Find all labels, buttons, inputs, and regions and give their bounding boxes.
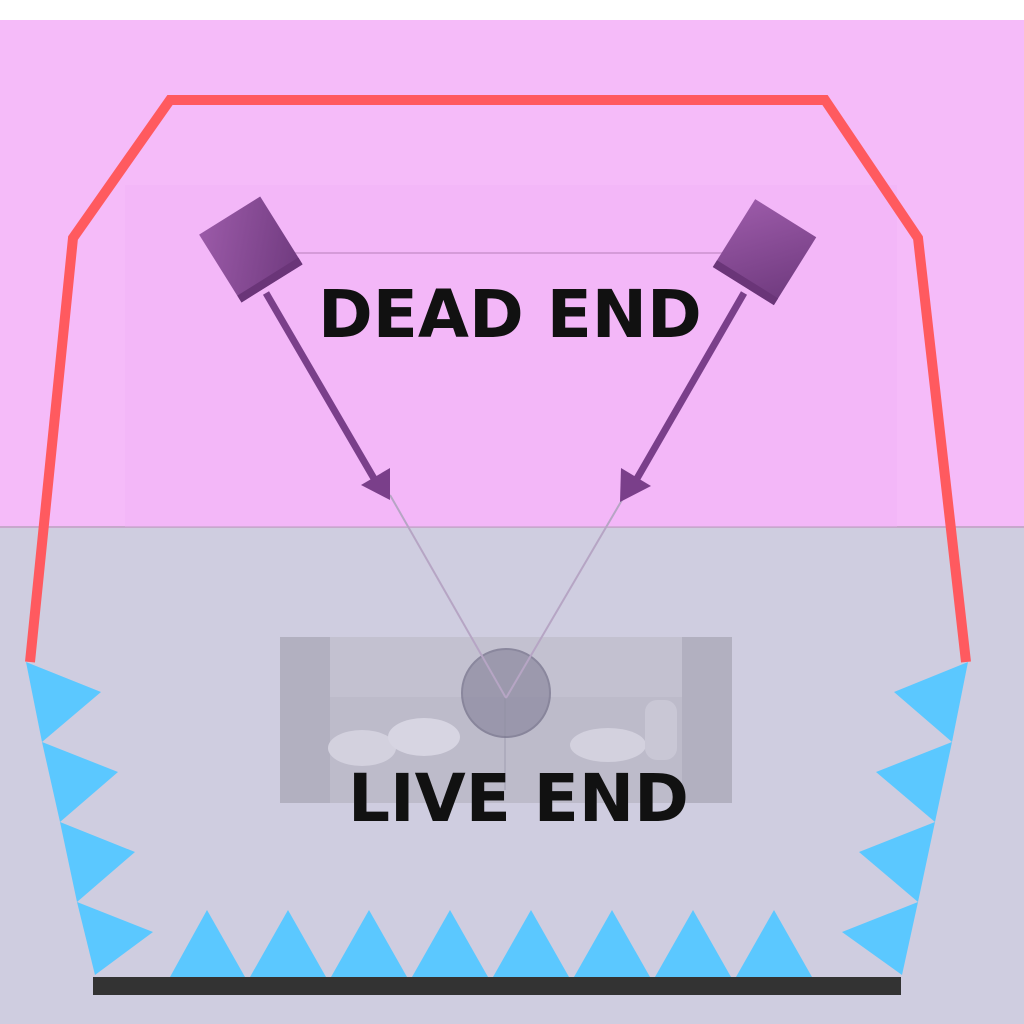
left-sound-arrow xyxy=(262,291,390,500)
back-wall xyxy=(93,977,901,995)
listening-position-circle xyxy=(461,648,551,738)
right-speaker-icon xyxy=(712,199,817,306)
dead-end-label: DEAD END xyxy=(318,276,702,353)
bottom-diffuser-panels xyxy=(170,910,812,977)
live-end-label: LIVE END xyxy=(348,760,689,837)
left-speaker-icon xyxy=(199,196,303,303)
right-sound-arrow xyxy=(620,291,748,502)
right-diffuser-panels xyxy=(842,662,968,975)
left-path-line xyxy=(389,494,507,699)
left-diffuser-panels xyxy=(26,662,153,975)
right-path-line xyxy=(505,499,623,699)
top-margin xyxy=(0,0,1024,20)
reflective-wall xyxy=(25,95,971,663)
